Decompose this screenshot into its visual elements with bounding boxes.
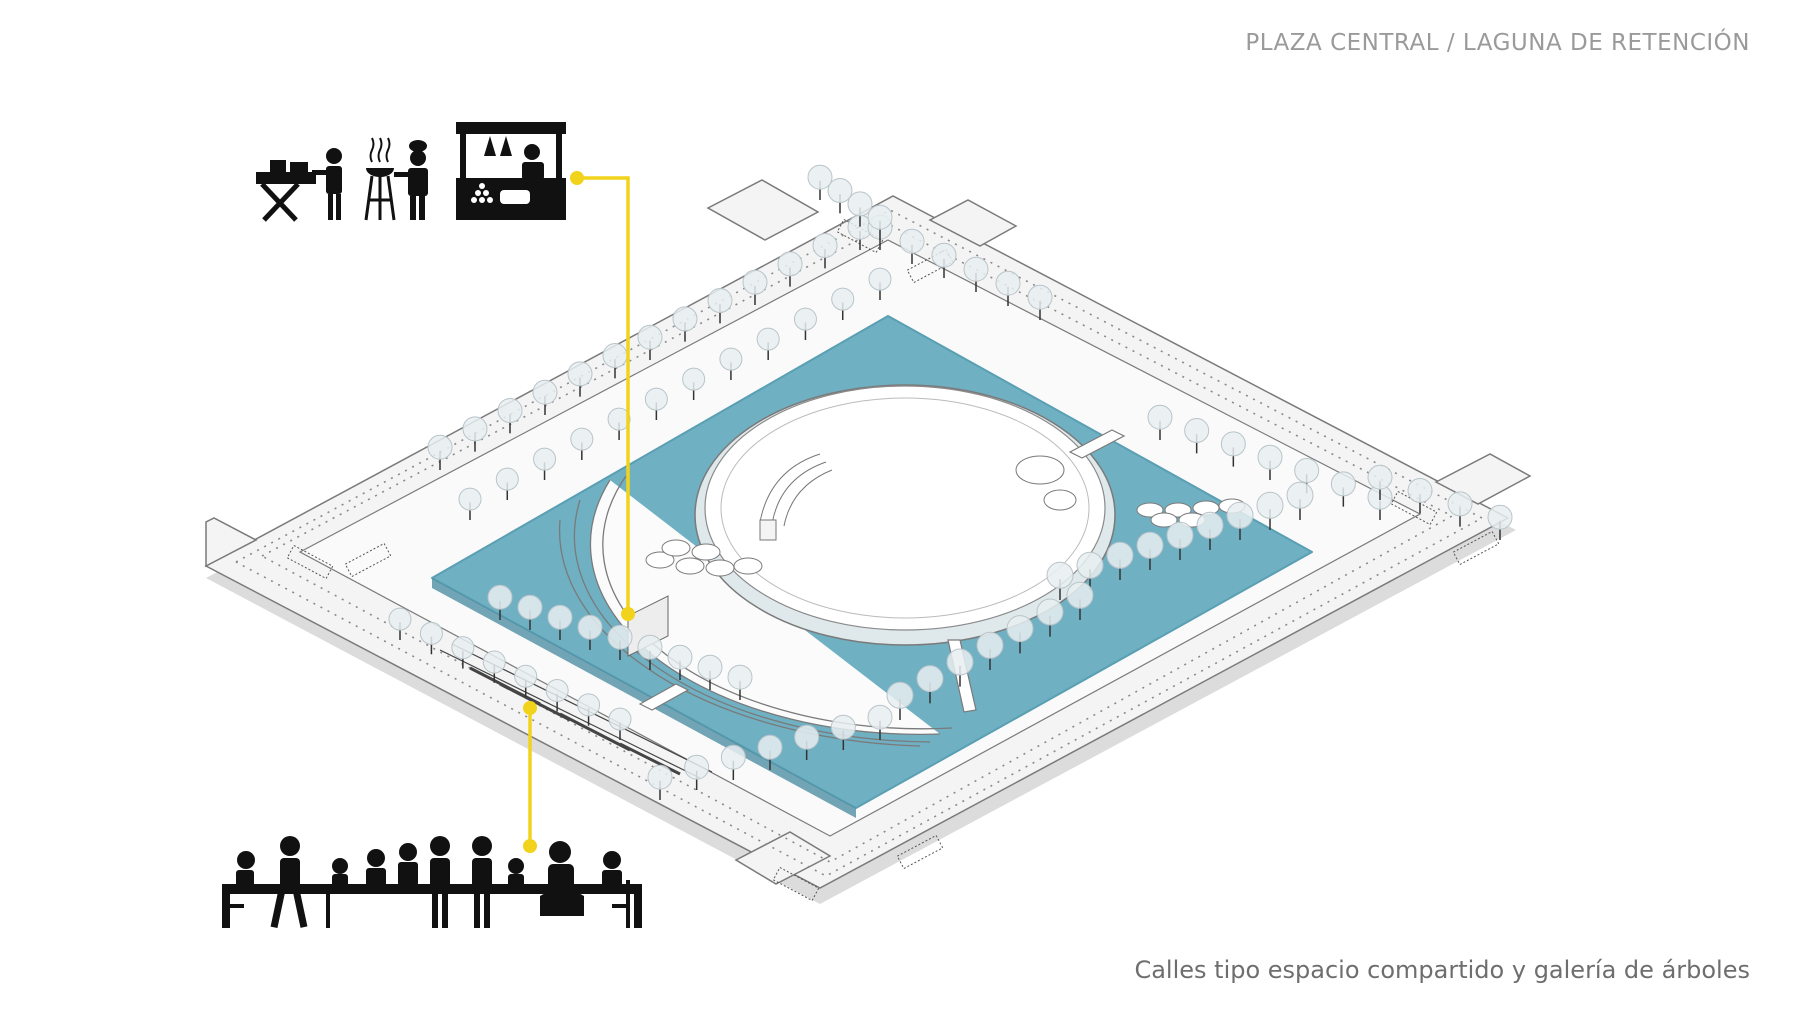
tree-icon <box>1027 284 1053 320</box>
tree-icon <box>719 347 743 380</box>
tree-icon <box>793 307 817 340</box>
tree-icon <box>1256 491 1284 530</box>
tree-icon <box>517 594 543 630</box>
callout-dot-diners <box>523 839 537 853</box>
tree-icon <box>963 256 989 292</box>
tree-icon <box>1136 531 1164 570</box>
tree-icon <box>607 624 633 660</box>
tree-icon <box>1106 541 1134 580</box>
tree-icon <box>807 164 833 200</box>
tree-icon <box>946 648 974 687</box>
tree-icon <box>830 714 856 750</box>
market-stall-icon <box>456 122 566 220</box>
tree-icon <box>727 664 753 700</box>
tree-icon <box>1407 478 1433 514</box>
callout-dot-vendors <box>570 171 584 185</box>
tree-icon <box>1006 615 1034 654</box>
tree-icon <box>684 754 710 790</box>
tree-icon <box>672 306 698 342</box>
tree-icon <box>567 361 593 397</box>
tree-icon <box>1196 511 1224 550</box>
tree-gallery <box>388 164 1513 800</box>
tree-icon <box>458 487 482 520</box>
tree-icon <box>1066 581 1094 620</box>
tree-icon <box>570 427 594 460</box>
tree-icon <box>720 744 746 780</box>
tree-icon <box>899 228 925 264</box>
tree-icon <box>777 251 803 287</box>
bbq-chef-icon <box>364 137 428 221</box>
tree-icon <box>533 447 557 480</box>
tree-icon <box>931 242 957 278</box>
tree-icon <box>608 707 632 740</box>
stepping-stones <box>645 455 1246 577</box>
tree-icon <box>794 724 820 760</box>
tree-icon <box>1367 464 1393 500</box>
tree-icon <box>916 665 944 704</box>
tree-icon <box>532 379 558 415</box>
tree-icon <box>577 693 601 726</box>
callout-dot-promenade <box>523 701 537 715</box>
tree-icon <box>1330 471 1356 507</box>
tree-icon <box>495 467 519 500</box>
tree-icon <box>697 654 723 690</box>
callout-lines <box>528 176 630 845</box>
tree-icon <box>1286 481 1314 520</box>
tree-icon <box>1184 418 1210 454</box>
tree-icon <box>547 604 573 640</box>
tree-icon <box>812 233 838 269</box>
tree-icon <box>545 679 569 712</box>
tree-icon <box>831 287 855 320</box>
tree-icon <box>637 634 663 670</box>
tree-icon <box>756 327 780 360</box>
tree-icon <box>514 664 538 698</box>
grill-table-vendor-icon <box>256 148 342 222</box>
tree-icon <box>847 191 873 227</box>
tree-icon <box>647 764 673 800</box>
community-dining-table-icon <box>222 836 642 929</box>
tree-icon <box>886 681 914 720</box>
tree-icon <box>868 267 892 300</box>
tree-icon <box>995 270 1021 306</box>
tree-icon <box>427 434 453 470</box>
tree-icon <box>1046 561 1074 600</box>
tree-icon <box>827 178 853 214</box>
tree-icon <box>682 367 706 400</box>
diagram-title: PLAZA CENTRAL / LAGUNA DE RETENCIÓN <box>1245 30 1750 56</box>
tree-icon <box>757 734 783 770</box>
tree-icon <box>1226 501 1254 540</box>
tree-icon <box>667 644 693 680</box>
tree-icon <box>867 704 893 740</box>
tree-icon <box>1487 504 1513 540</box>
tree-icon <box>482 650 506 683</box>
tree-icon <box>707 288 733 324</box>
street-dotted-lines <box>235 209 1484 877</box>
tree-icon <box>497 398 523 434</box>
tree-icon <box>462 416 488 452</box>
tree-icon <box>1166 521 1194 560</box>
tree-icon <box>487 584 513 620</box>
island-seating <box>759 453 833 541</box>
tree-icon <box>1036 598 1064 637</box>
tree-icon <box>1257 444 1283 480</box>
tree-icon <box>644 387 668 420</box>
tree-icon <box>976 631 1004 670</box>
tree-icon <box>388 607 412 640</box>
tree-icon <box>451 636 475 669</box>
tree-icon <box>637 324 663 360</box>
tree-icon <box>1147 404 1173 440</box>
tree-icon <box>577 614 603 650</box>
tree-icon <box>742 269 768 305</box>
tree-icon <box>1220 431 1246 467</box>
tree-icon <box>419 621 443 655</box>
diagram-caption: Calles tipo espacio compartido y galería… <box>1134 956 1750 984</box>
tree-icon <box>607 407 631 440</box>
tree-icon <box>1447 491 1473 527</box>
tree-icon <box>867 204 893 240</box>
callout-dot-kiosk <box>621 607 635 621</box>
